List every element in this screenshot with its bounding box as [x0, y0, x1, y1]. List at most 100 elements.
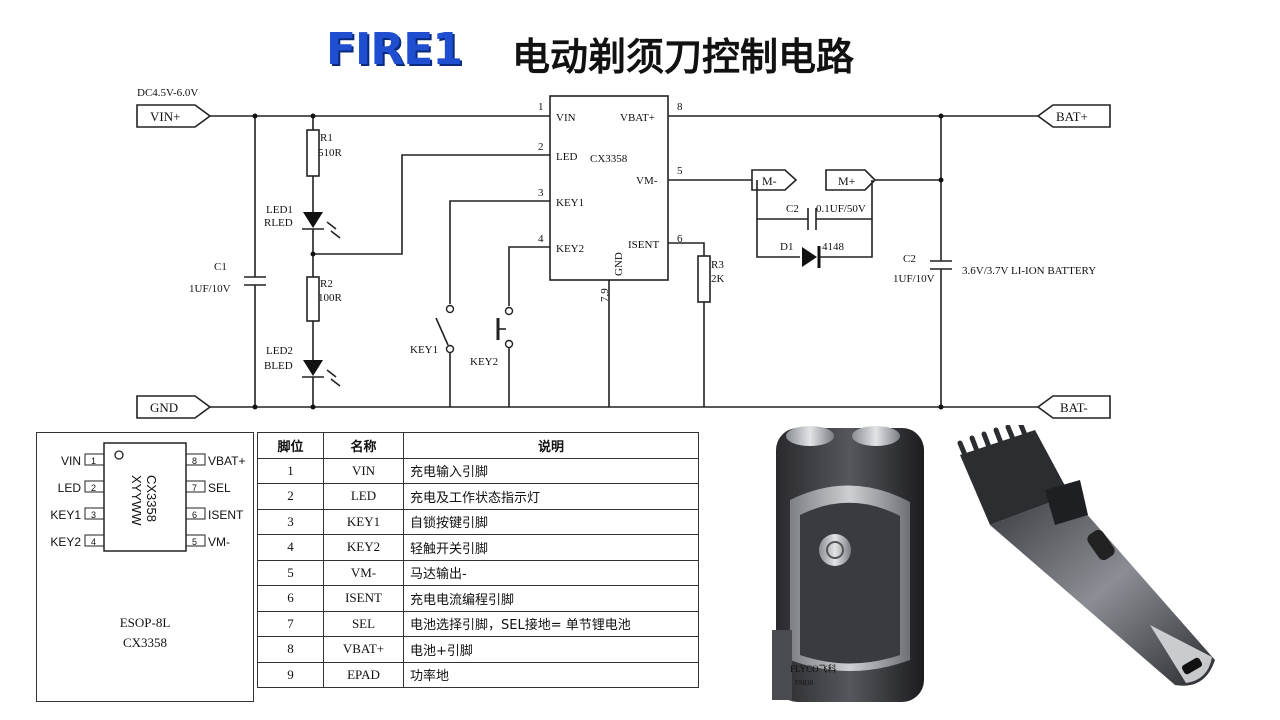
circuit-schematic: VIN+ DC4.5V-6.0V GND BAT+ BAT- C1 1UF/10…	[136, 87, 1111, 419]
pkg-pin-label-vm: VM-	[208, 535, 230, 549]
ic-pin-num-2: 2	[538, 141, 544, 153]
pin-table-header: 脚位 名称 说明	[257, 432, 699, 459]
table-row: 3 KEY1 自锁按键引脚	[257, 508, 699, 535]
table-row: 2 LED 充电及工作状态指示灯	[257, 483, 699, 510]
brand-logo: FIRE1	[326, 24, 463, 75]
cell-desc: 充电输入引脚	[403, 457, 699, 484]
port-bat-minus: BAT-	[1036, 395, 1111, 419]
key1-label: KEY1	[410, 344, 438, 356]
cell-name: LED	[323, 483, 404, 510]
pkg-pin-label-sel: SEL	[208, 481, 231, 495]
cell-desc: 轻触开关引脚	[403, 534, 699, 561]
cell-desc: 功率地	[403, 661, 699, 688]
pkg-pin-label-key1: KEY1	[50, 508, 81, 522]
port-m-plus-label: M+	[838, 174, 856, 188]
ic-pin-vin: VIN	[556, 112, 576, 124]
pkg-pin-num-3: 3	[91, 510, 96, 520]
port-m-minus: M-	[751, 169, 798, 191]
table-row: 9 EPAD 功率地	[257, 661, 699, 688]
capacitor-c2-motor: C2 0.1UF/50V	[756, 180, 873, 230]
header-name: 名称	[323, 432, 404, 459]
cell-pin: 3	[257, 508, 324, 535]
ic-pin-num-4: 4	[538, 233, 544, 245]
cell-desc: 自锁按键引脚	[403, 508, 699, 535]
junction-dots	[252, 113, 944, 410]
ic-pin-num-3: 3	[538, 187, 544, 199]
port-bat-minus-label: BAT-	[1060, 400, 1088, 415]
cell-pin: 7	[257, 610, 324, 637]
table-row: 7 SEL 电池选择引脚，SEL接地= 单节锂电池	[257, 610, 699, 637]
ic-pin-num-5: 5	[677, 165, 683, 177]
ic-pin-key1: KEY1	[556, 197, 584, 209]
led2-type: BLED	[264, 360, 293, 372]
port-bat-plus: BAT+	[1036, 104, 1111, 128]
r2-name: R2	[320, 278, 333, 290]
c2b-name: C2	[903, 253, 916, 265]
package-diagram: 1 2 3 4 8 7 6 5 VIN LED KEY1 KEY2 VBAT+ …	[36, 432, 254, 702]
capacitor-c2-battery: C2 1UF/10V 3.6V/3.7V LI-ION BATTERY	[893, 116, 1096, 407]
cell-pin: 2	[257, 483, 324, 510]
port-gnd: GND	[136, 395, 212, 419]
led1-type: RLED	[264, 217, 293, 229]
cell-desc: 电池+引脚	[403, 636, 699, 663]
ic-pin-vm: VM-	[636, 175, 658, 187]
ic-pin-led: LED	[556, 151, 577, 163]
title-bar: FIRE1 电动剃须刀控制电路	[326, 18, 926, 82]
cell-name: VBAT+	[323, 636, 404, 663]
d1-value: 4148	[822, 241, 845, 253]
table-row: 1 VIN 充电输入引脚	[257, 457, 699, 484]
ic-pin-isent: ISENT	[628, 239, 659, 251]
header-pin: 脚位	[257, 432, 324, 459]
cell-pin: 6	[257, 585, 324, 612]
cell-name: ISENT	[323, 585, 404, 612]
ic-pin-vbat: VBAT+	[620, 112, 655, 124]
d1-name: D1	[780, 241, 793, 253]
pkg-pin-label-key2: KEY2	[50, 535, 81, 549]
cell-desc: 充电电流编程引脚	[403, 585, 699, 612]
port-vin-label: VIN+	[150, 109, 180, 124]
pin-table: 脚位 名称 说明 1 VIN 充电输入引脚 2 LED 充电及工作状态指示灯 3…	[257, 432, 699, 688]
pkg-pin-num-5: 5	[192, 537, 197, 547]
pkg-pin-num-6: 6	[192, 510, 197, 520]
header-desc: 说明	[403, 432, 699, 459]
table-row: 5 VM- 马达输出-	[257, 559, 699, 586]
pkg-pin-num-8: 8	[192, 456, 197, 466]
cell-desc: 充电及工作状态指示灯	[403, 483, 699, 510]
pkg-chip-text-1: CX3358	[144, 475, 159, 522]
c2a-value: 0.1UF/50V	[816, 203, 866, 215]
c2b-value: 1UF/10V	[893, 273, 935, 285]
page-title: 电动剃须刀控制电路	[512, 35, 855, 79]
pkg-pin-label-vbat: VBAT+	[208, 454, 245, 468]
cell-pin: 1	[257, 457, 324, 484]
cell-name: KEY2	[323, 534, 404, 561]
package-part: CX3358	[122, 635, 168, 650]
clipper-image	[957, 425, 1215, 686]
pkg-pin-label-led: LED	[58, 481, 82, 495]
port-gnd-label: GND	[150, 400, 178, 415]
switch-key2: KEY2	[470, 246, 550, 407]
capacitor-c1: C1 1UF/10V	[189, 116, 266, 407]
switch-key1: KEY1	[410, 200, 550, 407]
cell-name: KEY1	[323, 508, 404, 535]
r1-name: R1	[320, 132, 333, 144]
pkg-pin-num-1: 1	[91, 456, 96, 466]
cell-name: VIN	[323, 457, 404, 484]
ic-pin-num-1: 1	[538, 101, 544, 113]
c2a-name: C2	[786, 203, 799, 215]
cell-pin: 5	[257, 559, 324, 586]
led2-symbol	[303, 360, 323, 376]
cell-pin: 8	[257, 636, 324, 663]
cell-name: EPAD	[323, 661, 404, 688]
supply-voltage-label: DC4.5V-6.0V	[137, 87, 198, 99]
key2-label: KEY2	[470, 356, 498, 368]
port-m-minus-label: M-	[762, 174, 777, 188]
pkg-chip-text-2: XYYWW	[129, 475, 144, 526]
package-type: ESOP-8L	[119, 615, 171, 630]
led-branch: R1 510R LED1 RLED R2 100R LED2 BLED	[264, 116, 343, 407]
cell-name: VM-	[323, 559, 404, 586]
table-row: 6 ISENT 充电电流编程引脚	[257, 585, 699, 612]
pkg-pin-label-isent: ISENT	[208, 508, 244, 522]
port-m-plus: M+	[825, 169, 877, 191]
wire-led-pin	[313, 154, 550, 255]
battery-label: 3.6V/3.7V LI-ION BATTERY	[962, 265, 1096, 277]
